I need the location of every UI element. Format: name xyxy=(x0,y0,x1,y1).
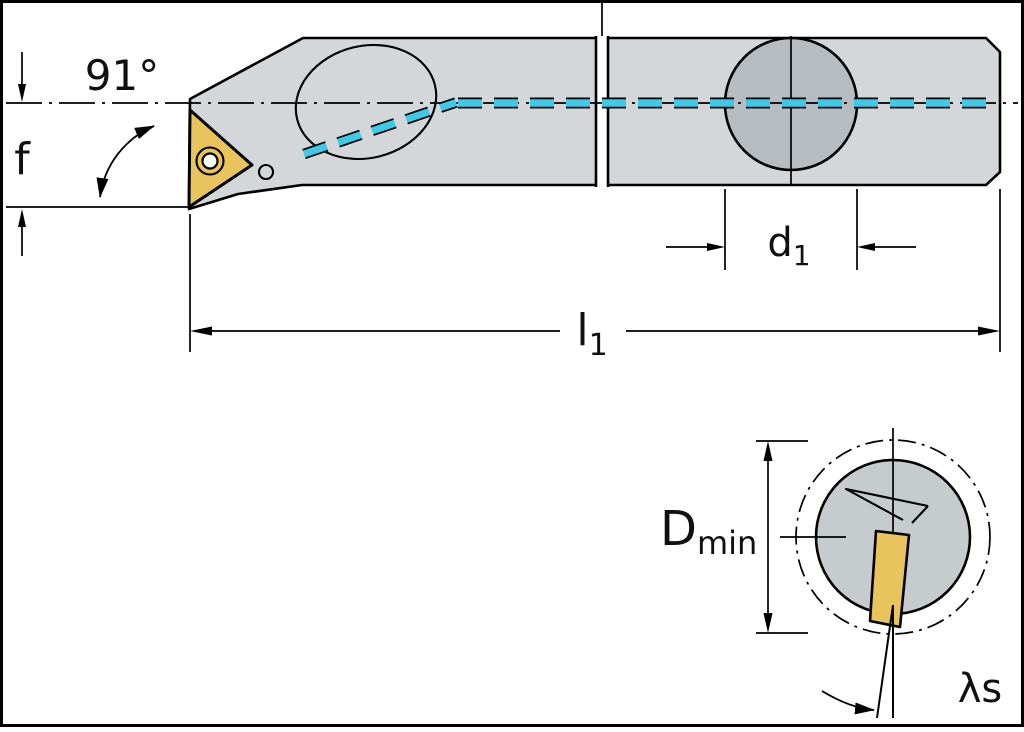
insert-triangle xyxy=(187,108,254,209)
d1-label: d1 xyxy=(767,220,810,272)
angle-arc xyxy=(96,125,155,198)
insert-pocket-edges xyxy=(844,487,929,524)
l1-label-sub: 1 xyxy=(589,328,608,363)
angle-label: 91° xyxy=(85,51,159,100)
insert-screw-hole-outer xyxy=(195,146,225,176)
dmin-label: Dmin xyxy=(660,501,757,562)
f-arrow-bottom-head xyxy=(18,209,26,227)
lambda-arc-arrow xyxy=(821,690,875,715)
d1-arrow-left-head xyxy=(707,243,725,251)
d1-arrow-right-head xyxy=(857,243,875,251)
d1-label-base: d xyxy=(767,220,792,266)
head-contour-ellipse xyxy=(294,43,438,161)
dmin-arrow-bottom xyxy=(763,613,773,633)
dmin-label-sub: min xyxy=(697,524,757,562)
insert-end-view xyxy=(868,529,911,629)
f-arrow-top-head xyxy=(18,84,26,102)
bar-body xyxy=(187,36,1002,211)
dmin-arrow-top xyxy=(763,441,773,461)
break-gap xyxy=(596,35,608,188)
d1-label-sub: 1 xyxy=(793,239,811,272)
l1-arrow-left xyxy=(190,326,212,336)
coolant-angled-outline-upper xyxy=(302,97,455,151)
holder-clamp-hole xyxy=(257,163,275,181)
lambda-inclined-line xyxy=(876,604,894,719)
dmin-label-base: D xyxy=(660,501,697,557)
l1-label-base: l xyxy=(576,305,588,356)
f-label: f xyxy=(14,134,31,185)
l1-label: l1 xyxy=(576,305,607,363)
l1-arrow-right xyxy=(978,326,1000,336)
coolant-angled-outline-lower xyxy=(305,105,458,160)
insert-screw-hole-inner xyxy=(201,152,219,170)
lambda-label: λs xyxy=(958,666,1003,712)
coolant-channel-angled xyxy=(302,98,458,159)
